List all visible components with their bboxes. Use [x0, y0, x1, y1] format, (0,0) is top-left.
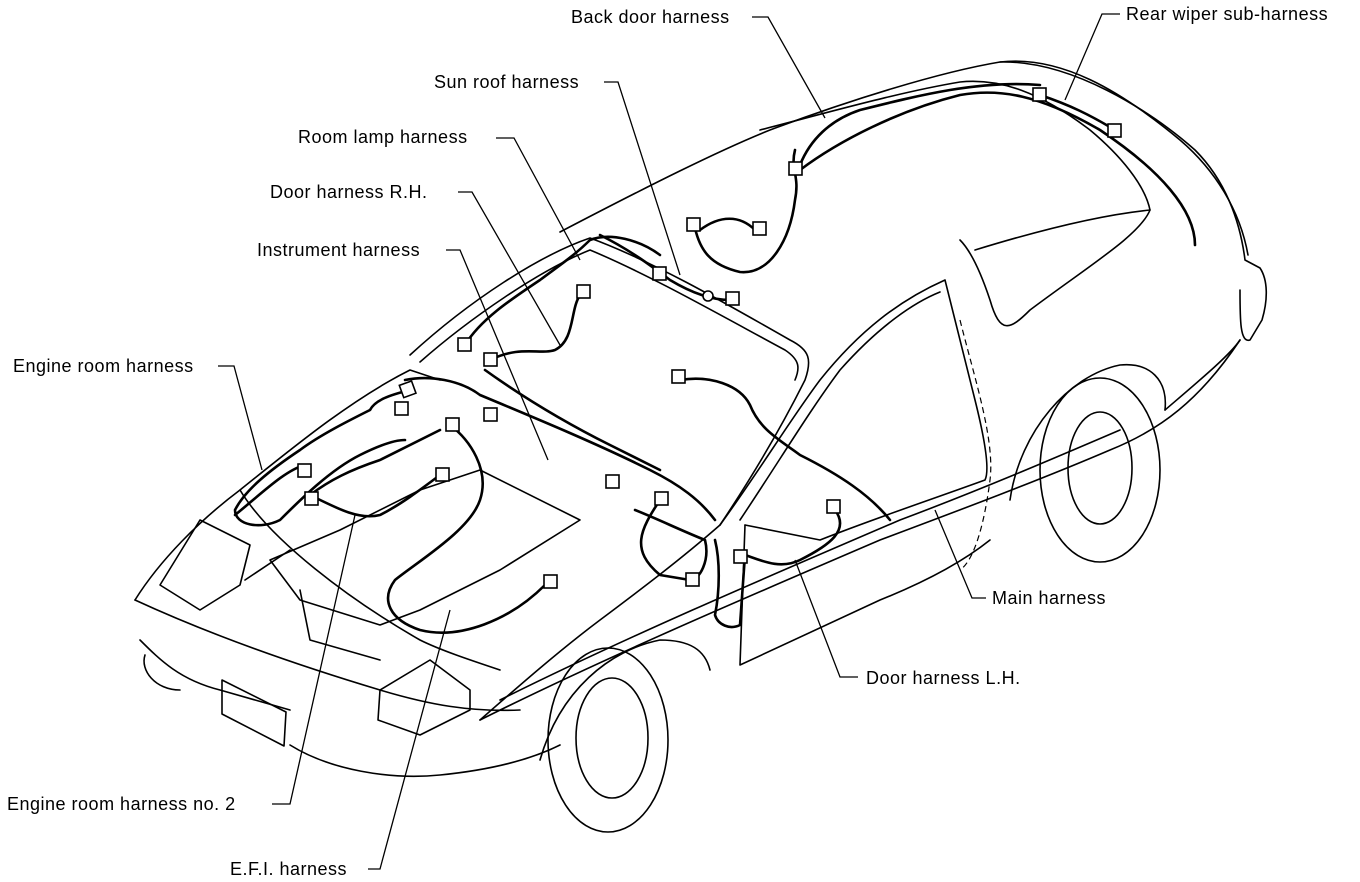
- connector: [826, 499, 841, 514]
- connector: [686, 217, 701, 232]
- connector: [788, 161, 803, 176]
- car-body: [134, 60, 1268, 833]
- label-sun-roof-harness: Sun roof harness: [434, 72, 579, 92]
- leader-lines: [218, 13, 1120, 870]
- room-lamp-harness-line: [463, 235, 662, 347]
- connector: [752, 221, 767, 236]
- connector: [304, 491, 319, 506]
- connectors: [297, 87, 1122, 589]
- harness-lines: [233, 82, 1197, 634]
- connector: [1107, 123, 1122, 138]
- label-instrument-harness: Instrument harness: [257, 240, 420, 260]
- connector: [483, 407, 498, 422]
- connector: [685, 572, 700, 587]
- connector: [605, 474, 620, 489]
- label-efi-harness: E.F.I. harness: [230, 859, 347, 879]
- label-door-harness-rh: Door harness R.H.: [270, 182, 428, 202]
- main-harness-line: [678, 377, 892, 522]
- label-door-harness-lh: Door harness L.H.: [866, 668, 1021, 688]
- label-main-harness: Main harness: [992, 588, 1106, 608]
- label-engine-room-harness-no-2: Engine room harness no. 2: [7, 794, 236, 814]
- efi-harness-line: [386, 423, 547, 634]
- engine-room-harness-2-line: [308, 473, 442, 518]
- connector: [457, 337, 472, 352]
- connector: [398, 379, 417, 399]
- door-harness-lh-line: [713, 508, 842, 629]
- connector: [483, 352, 498, 367]
- connector: [1032, 87, 1047, 102]
- connector: [725, 291, 740, 306]
- connector: [435, 467, 450, 482]
- back-door-harness-line: [798, 91, 1197, 247]
- connector: [671, 369, 686, 384]
- instrument-harness-line: [403, 376, 717, 522]
- labels: Back door harness Rear wiper sub-harness…: [7, 4, 1328, 879]
- label-room-lamp-harness: Room lamp harness: [298, 127, 468, 147]
- connector: [576, 284, 591, 299]
- connector: [702, 290, 714, 302]
- connector: [543, 574, 558, 589]
- label-rear-wiper-sub-harness: Rear wiper sub-harness: [1126, 4, 1328, 24]
- engine-room-harness-line: [233, 388, 412, 527]
- rear-wiper-harness-line: [1038, 93, 1117, 132]
- connector: [297, 463, 312, 478]
- connector: [654, 491, 669, 506]
- connector: [652, 266, 667, 281]
- connector: [445, 417, 460, 432]
- label-engine-room-harness: Engine room harness: [13, 356, 194, 376]
- label-back-door-harness: Back door harness: [571, 7, 730, 27]
- connector: [394, 401, 409, 416]
- connector: [733, 549, 748, 564]
